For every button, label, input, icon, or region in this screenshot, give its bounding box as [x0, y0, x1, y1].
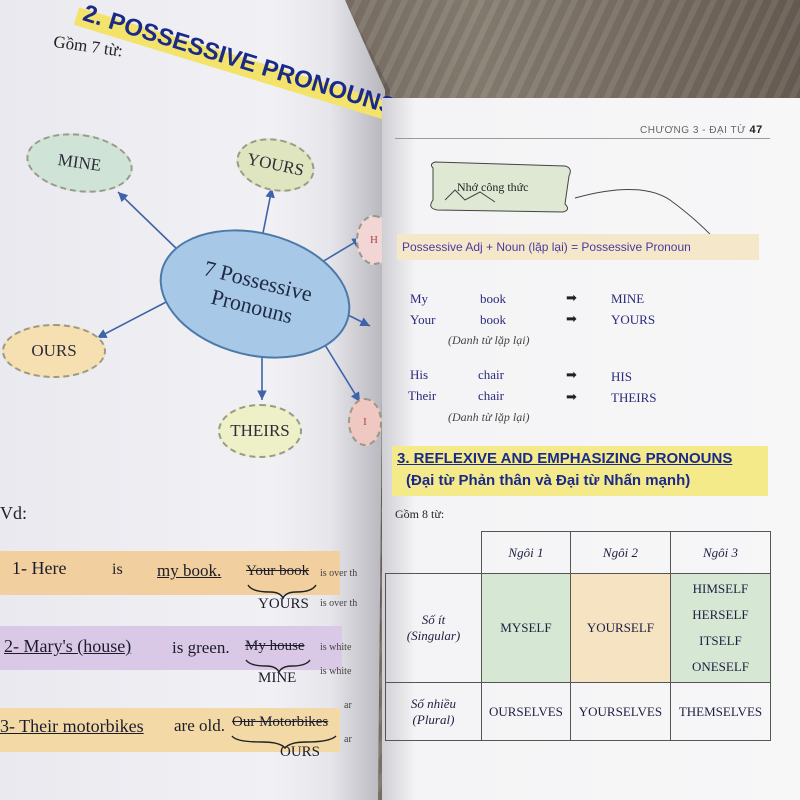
- oval-i-label: I: [363, 416, 367, 428]
- formula-bar: [397, 234, 759, 260]
- pair-2-b: book: [480, 312, 506, 327]
- example-3-w5: ar: [344, 700, 352, 711]
- row-plural-vi: Số nhiều: [410, 695, 457, 711]
- example-2-w5: is white: [320, 642, 352, 653]
- pair-4-a: Their: [408, 388, 437, 403]
- oval-ours: OURS: [2, 324, 106, 378]
- example-1-w4: Your book: [246, 563, 310, 579]
- pair-4-arrow-icon: ➡: [566, 389, 577, 404]
- pair-1-c: MINE: [611, 291, 645, 306]
- pair-3-b: chair: [478, 367, 504, 382]
- example-2-sub2: is white: [320, 666, 352, 677]
- example-1-w3: my book.: [157, 561, 222, 580]
- row-singular-label: Số ít (Singular): [385, 573, 482, 684]
- header-person-2: Ngôi 2: [569, 530, 671, 575]
- pair-2-arrow-icon: ➡: [566, 311, 577, 326]
- cell-ourselves: OURSELVES: [481, 682, 571, 741]
- oval-mine-label: MINE: [56, 150, 103, 175]
- example-3-sub: OURS: [280, 744, 321, 760]
- header-rule: [395, 138, 770, 139]
- oval-yours-label: YOURS: [245, 149, 306, 180]
- pair-3-arrow-icon: ➡: [566, 367, 577, 382]
- row-singular-vi: Số ít: [421, 612, 446, 628]
- chapter-header: CHƯƠNG 3 - ĐẠI TỪ 47: [640, 124, 763, 136]
- example-3-w2: are old.: [174, 716, 225, 735]
- section-bar: [392, 446, 768, 496]
- right-count-note: Gồm 8 từ:: [395, 507, 445, 521]
- cell-oneself: ONESELF: [691, 659, 749, 675]
- example-2-w2: is green.: [172, 638, 230, 657]
- example-1-num: 1- Here: [12, 558, 67, 578]
- header-person-1: Ngôi 1: [481, 530, 571, 575]
- table-row: Số nhiều (Plural) OURSELVES YOURSELVES T…: [385, 682, 772, 741]
- pair-4-b: chair: [478, 388, 504, 403]
- formula: Possessive Adj + Noun (lặp lại) = Posses…: [402, 240, 691, 254]
- example-1-w5: is over th: [320, 568, 358, 579]
- pair-1-b: book: [480, 291, 506, 306]
- pair-3-a: His: [410, 367, 429, 382]
- pair-3-c: HIS: [611, 369, 632, 384]
- example-3-sub2: ar: [344, 734, 352, 745]
- oval-theirs: THEIRS: [218, 404, 302, 458]
- pair-4-c: THEIRS: [611, 390, 657, 405]
- table-row: Số ít (Singular) MYSELF YOURSELF HIMSELF…: [385, 573, 772, 684]
- scroll-banner: [430, 161, 571, 213]
- cell-myself: MYSELF: [481, 573, 571, 684]
- cell-himself: HIMSELF: [692, 581, 749, 597]
- scroll-label: Nhớ công thức: [457, 180, 529, 194]
- example-3-num: 3- Their motorbikes: [0, 716, 144, 736]
- example-1-sub: YOURS: [258, 596, 309, 612]
- page-number: 47: [749, 124, 763, 136]
- table-corner-cell: [385, 531, 482, 575]
- example-2-sub: MINE: [258, 670, 297, 686]
- example-2-w4: My house: [245, 638, 305, 654]
- section-subtitle: (Đại từ Phản thân và Đại từ Nhấn mạnh): [406, 472, 691, 489]
- oval-theirs-label: THEIRS: [230, 421, 290, 440]
- oval-ours-label: OURS: [31, 341, 77, 360]
- note-2: (Danh từ lặp lại): [448, 410, 530, 424]
- table-header-row: Ngôi 1 Ngôi 2 Ngôi 3: [385, 530, 772, 575]
- chapter-title: CHƯƠNG 3 - ĐẠI TỪ: [640, 125, 747, 136]
- header-person-3: Ngôi 3: [669, 530, 772, 575]
- pair-1-arrow-icon: ➡: [566, 290, 577, 305]
- pair-2-c: YOURS: [611, 312, 656, 327]
- pair-2-a: Your: [410, 312, 436, 327]
- cell-third-singular: HIMSELF HERSELF ITSELF ONESELF: [669, 573, 772, 684]
- row-singular-en: (Singular): [406, 628, 461, 644]
- cell-yourselves: YOURSELVES: [569, 682, 671, 741]
- example-2-num: 2- Mary's (house): [4, 636, 132, 656]
- note-1: (Danh từ lặp lại): [448, 333, 530, 347]
- pronoun-table: Ngôi 1 Ngôi 2 Ngôi 3 Số ít (Singular) MY…: [385, 530, 772, 741]
- oval-i: I: [348, 398, 382, 446]
- pair-1-a: My: [410, 291, 429, 306]
- section-title: 3. REFLEXIVE AND EMPHASIZING PRONOUNS: [397, 450, 733, 467]
- example-1-sub2: is over th: [320, 598, 358, 609]
- vd-label: Vd:: [0, 503, 27, 523]
- cell-itself: ITSELF: [699, 633, 742, 649]
- example-1-w2: is: [112, 561, 123, 578]
- cell-herself: HERSELF: [692, 607, 749, 623]
- oval-h-label: H: [370, 234, 378, 246]
- row-plural-label: Số nhiều (Plural): [385, 682, 482, 741]
- cell-yourself: YOURSELF: [569, 573, 671, 684]
- cell-themselves: THEMSELVES: [669, 682, 772, 741]
- example-3-w4: Our Motorbikes: [232, 714, 329, 730]
- row-plural-en: (Plural): [412, 711, 455, 727]
